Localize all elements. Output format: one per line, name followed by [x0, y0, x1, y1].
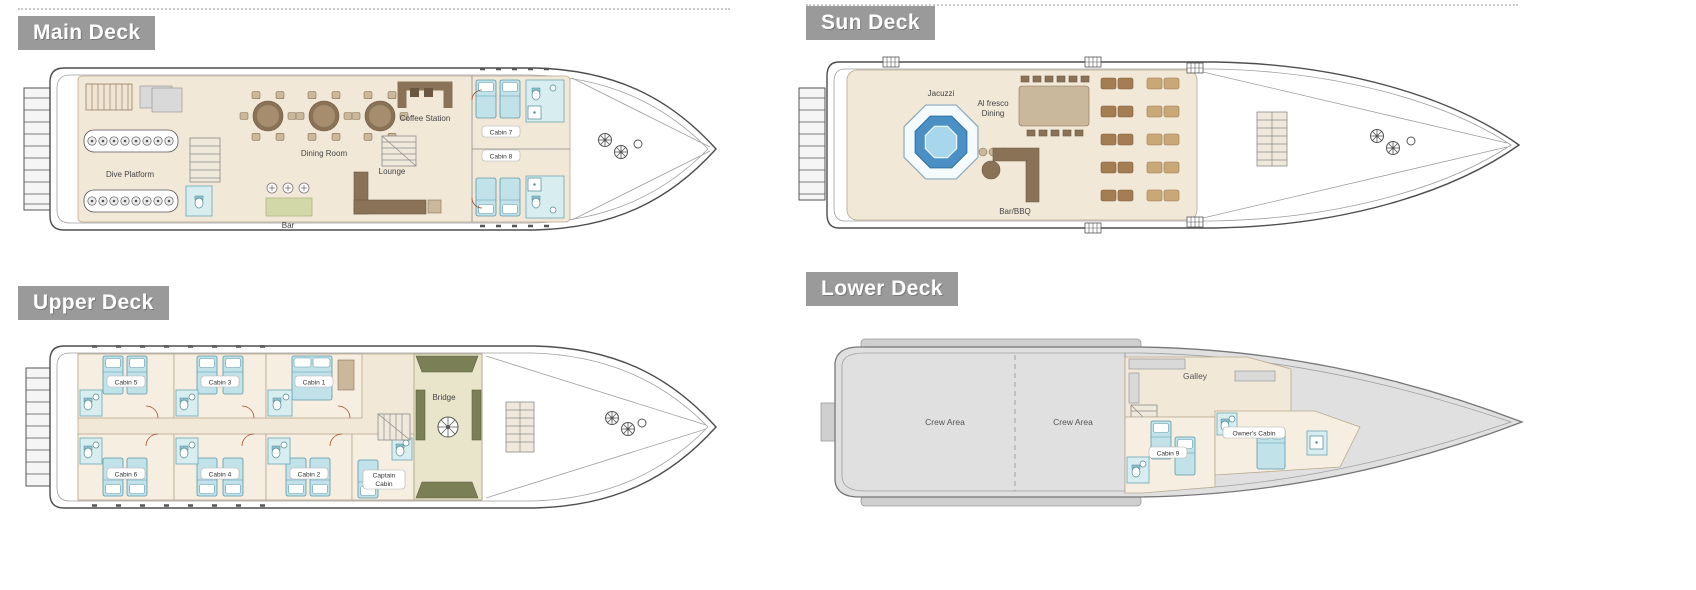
crew-area-2-label: Crew Area	[1053, 417, 1093, 427]
coffee-station-label: Coffee Station	[400, 114, 451, 123]
bar-bbq-label: Bar/BBQ	[999, 207, 1031, 216]
coffee-station-area: Coffee Station	[397, 81, 453, 123]
cabin1-area: Cabin 1	[265, 353, 363, 419]
cabin3-label: Cabin 3	[209, 380, 232, 387]
captain-cabin-label-line2: Cabin	[375, 481, 393, 488]
cabin9-area: Cabin 9	[1124, 416, 1216, 494]
aft-stairs-and-wc	[151, 87, 221, 217]
cabin2-area: Cabin 2	[265, 433, 353, 501]
bar-area: Bar	[265, 182, 313, 230]
owners-cabin-label: Owner's Cabin	[1232, 431, 1275, 438]
bridge-area: Bridge	[413, 353, 483, 501]
lounge-label: Lounge	[379, 167, 406, 176]
foredeck-stairs	[505, 401, 535, 453]
sun-deck-plan: Jacuzzi Al fresco Dining Bar/BBQ	[798, 56, 1521, 234]
captain-cabin-label-line1: Captain	[373, 473, 396, 480]
stern-ladder	[25, 367, 51, 487]
cabin7-label: Cabin 7	[490, 130, 513, 137]
captain-cabin-area: Captain Cabin	[351, 433, 415, 501]
cabin4-area: Cabin 4	[173, 433, 267, 501]
lounge-area: Lounge	[353, 135, 442, 215]
upper-deck-plan: Cabin 5 Cabin 3 Cabin 1	[25, 345, 717, 509]
bow-gear	[605, 411, 647, 436]
bow-gear	[598, 133, 643, 159]
cabin9-label: Cabin 9	[1157, 451, 1180, 458]
stern-ladder	[23, 87, 51, 211]
jacuzzi-label: Jacuzzi	[928, 89, 955, 98]
bow-gear	[1370, 129, 1416, 155]
cabin6-area: Cabin 6	[77, 433, 175, 501]
mid-stairs	[377, 413, 411, 441]
alfresco-dining-label-line1: Al fresco	[977, 99, 1009, 108]
main-deck-plan: Dive Platform Dining Room Coffee Station	[23, 67, 717, 231]
cabin3-area: Cabin 3	[173, 353, 267, 419]
deck-title-lower: Lower Deck	[806, 272, 958, 306]
galley-label: Galley	[1183, 371, 1208, 381]
cabin5-label: Cabin 5	[115, 380, 138, 387]
cabin2-label: Cabin 2	[298, 472, 321, 479]
dive-platform-area: Dive Platform	[83, 83, 179, 213]
alfresco-dining-area: Al fresco Dining	[977, 75, 1090, 137]
sun-lounger-rows	[1100, 77, 1180, 202]
foredeck-stairs	[1256, 111, 1288, 167]
cabin7-cabin8-area: Cabin 7 Cabin 8	[471, 67, 570, 228]
bridge-label: Bridge	[432, 393, 456, 402]
deck-title-upper: Upper Deck	[18, 286, 169, 320]
deck-title-main: Main Deck	[18, 16, 156, 50]
cabin1-label: Cabin 1	[303, 380, 326, 387]
bar-label: Bar	[282, 221, 295, 230]
ship-wheel-icon	[437, 416, 459, 438]
dining-room-area: Dining Room	[239, 91, 409, 158]
deck-title-sun: Sun Deck	[806, 6, 935, 40]
dive-platform-label: Dive Platform	[106, 170, 154, 179]
bar-bbq-area: Bar/BBQ	[978, 147, 1040, 216]
galley-area: Galley	[1124, 356, 1292, 418]
dotted-separator-left	[18, 8, 730, 10]
jacuzzi-area: Jacuzzi	[903, 89, 979, 180]
lower-deck-plan: Crew Area Crew Area Galley Cabin 9	[820, 338, 1524, 507]
cabin6-label: Cabin 6	[115, 472, 138, 479]
cabin5-area: Cabin 5	[77, 353, 175, 419]
crew-area-1-label: Crew Area	[925, 417, 965, 427]
cabin8-label: Cabin 8	[490, 154, 513, 161]
cabin4-label: Cabin 4	[209, 472, 232, 479]
dining-room-label: Dining Room	[301, 149, 348, 158]
dotted-separator-right	[806, 4, 1518, 6]
stern-ladder	[798, 87, 826, 201]
owners-cabin-area: Owner's Cabin	[1214, 410, 1361, 476]
alfresco-dining-label-line2: Dining	[982, 109, 1005, 118]
